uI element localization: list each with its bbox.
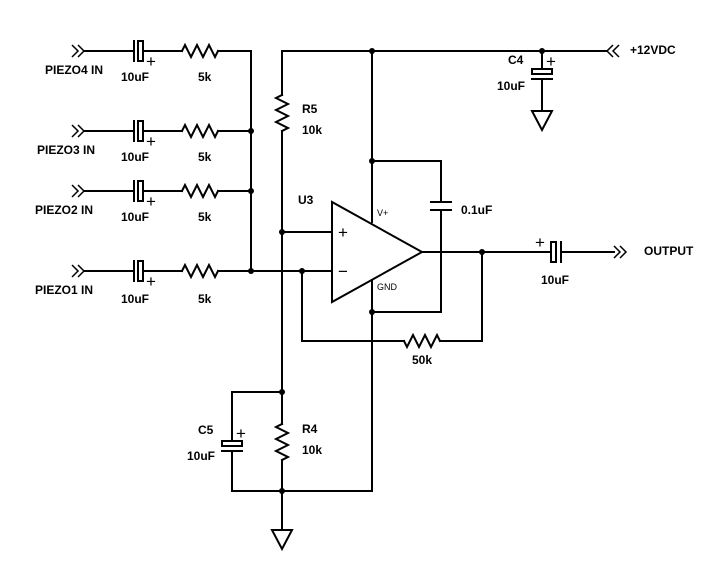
input-channel-piezo1: + PIEZO1 IN 10uF 5k — [35, 260, 252, 306]
input-cap-value-2: 10uF — [121, 210, 149, 224]
c5-value: 10uF — [187, 449, 215, 463]
r4-value: 10k — [302, 443, 322, 457]
ground-icon — [530, 110, 554, 133]
r4-name: R4 — [302, 422, 318, 436]
input-connector-arrow-3 — [71, 124, 86, 138]
input-res-value-4: 5k — [198, 70, 212, 84]
output-connector-arrow — [613, 245, 628, 259]
ground-icon — [270, 529, 294, 552]
input-res-value-2: 5k — [198, 210, 212, 224]
input-cap-value-4: 10uF — [121, 70, 149, 84]
input-resistor-1 — [180, 262, 220, 280]
bypass-value: 0.1uF — [461, 203, 492, 217]
capacitor-c4: + C4 10uF — [497, 50, 556, 112]
feedback-resistor: 50k — [301, 251, 483, 367]
input-cap-value-3: 10uF — [121, 150, 149, 164]
input-label-2: PIEZO2 IN — [35, 203, 93, 217]
input-label-4: PIEZO4 IN — [45, 63, 103, 77]
u3-gnd-pin-label: GND — [377, 282, 398, 292]
r5-name: R5 — [302, 102, 318, 116]
feedback-value: 50k — [412, 353, 432, 367]
input-resistor-3 — [180, 122, 220, 140]
junction-dot — [248, 128, 254, 134]
input-channel-piezo4: + PIEZO4 IN 10uF 5k — [45, 40, 252, 84]
input-connector-arrow-1 — [71, 264, 86, 278]
u3-name: U3 — [298, 193, 314, 207]
polarity-plus-sign: + — [546, 52, 556, 71]
input-resistor-4 — [180, 42, 220, 60]
input-label-3: PIEZO3 IN — [37, 143, 95, 157]
c4-name: C4 — [508, 53, 524, 67]
input-channel-piezo2: + PIEZO2 IN 10uF 5k — [35, 180, 252, 224]
input-cap-value-1: 10uF — [121, 292, 149, 306]
input-capacitor-3 — [133, 120, 144, 142]
resistor-r4: R4 10k — [273, 231, 322, 531]
input-capacitor-1 — [133, 260, 144, 282]
polarity-plus-sign: + — [236, 424, 246, 443]
output-label: OUTPUT — [644, 244, 694, 258]
input-capacitor-2 — [133, 180, 144, 202]
input-label-1: PIEZO1 IN — [35, 283, 93, 297]
u3-vplus-pin-label: V+ — [377, 208, 388, 218]
input-connector-arrow-2 — [71, 184, 86, 198]
output-cap-value: 10uF — [541, 273, 569, 287]
polarity-plus-sign: + — [535, 233, 545, 252]
polarity-plus-sign: + — [146, 132, 156, 151]
r5-value: 10k — [302, 123, 322, 137]
input-res-value-1: 5k — [198, 292, 212, 306]
supply-rail: +12VDC — [281, 43, 676, 58]
polarity-plus-sign: + — [146, 192, 156, 211]
noninverting-sign: + — [338, 223, 348, 242]
polarity-plus-sign: + — [146, 52, 156, 71]
junction-dot — [248, 188, 254, 194]
bypass-capacitor: 0.1uF — [371, 160, 492, 313]
input-capacitor-4 — [133, 40, 144, 62]
resistor-r5: R5 10k — [273, 50, 322, 233]
supply-label: +12VDC — [630, 43, 676, 57]
summing-bus — [248, 50, 333, 274]
op-amp-u3: U3 V+ GND + − — [298, 193, 425, 304]
input-res-value-3: 5k — [198, 150, 212, 164]
output-stage: + OUTPUT 10uF — [421, 233, 694, 287]
input-connector-arrow-4 — [71, 44, 86, 58]
polarity-plus-sign: + — [146, 272, 156, 291]
c5-name: C5 — [198, 423, 214, 437]
c4-value: 10uF — [497, 79, 525, 93]
input-channel-piezo3: + PIEZO3 IN 10uF 5k — [37, 120, 252, 164]
input-resistor-2 — [180, 182, 220, 200]
supply-connector-arrow — [605, 44, 620, 58]
inverting-sign: − — [338, 262, 348, 281]
junction-dot — [248, 268, 254, 274]
capacitor-c5: + C5 10uF — [187, 391, 373, 492]
